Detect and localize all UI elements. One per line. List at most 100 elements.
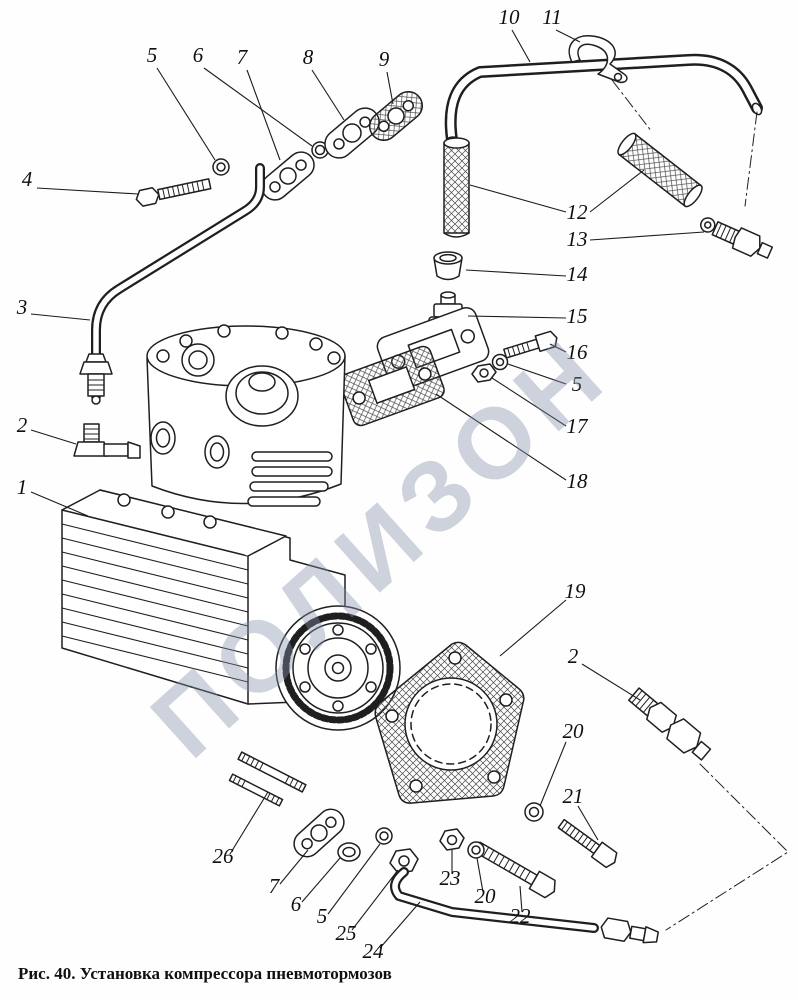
flange-8 xyxy=(324,107,380,159)
leader-line-5 xyxy=(327,843,381,915)
leader-line-6 xyxy=(203,67,313,147)
crankcase xyxy=(61,489,346,705)
leader-line-7 xyxy=(246,69,281,161)
callout-20: 20 xyxy=(563,719,585,743)
leader-line-1 xyxy=(30,491,89,517)
bolt-22 xyxy=(473,841,556,899)
callout-26: 26 xyxy=(213,844,235,868)
leader-line-2 xyxy=(581,663,641,701)
gear xyxy=(275,605,401,731)
leader-line-3 xyxy=(30,313,91,321)
callout-7: 7 xyxy=(269,874,281,898)
fitting-2-right xyxy=(628,687,712,761)
leader-line-18 xyxy=(435,393,567,481)
leader-line-4 xyxy=(36,187,139,195)
leader-line-8 xyxy=(311,69,345,121)
clamp-11 xyxy=(568,35,628,84)
bolt-16 xyxy=(503,330,558,359)
callout-25: 25 xyxy=(336,921,357,945)
callout-11: 11 xyxy=(542,5,561,29)
washer-20-bottom xyxy=(467,841,485,859)
nut-23 xyxy=(439,828,465,851)
leader-line-16 xyxy=(549,343,567,353)
leader-line-9 xyxy=(386,71,394,105)
callout-3: 3 xyxy=(16,295,28,319)
callout-16: 16 xyxy=(567,340,589,364)
nut-25 xyxy=(389,848,419,874)
callout-6: 6 xyxy=(193,43,204,67)
callout-10: 10 xyxy=(499,5,521,29)
callout-20: 20 xyxy=(475,884,497,908)
callout-19: 19 xyxy=(565,579,587,603)
leader-line-17 xyxy=(491,377,567,427)
callout-1: 1 xyxy=(17,475,28,499)
leader-line-10 xyxy=(511,29,531,63)
leader-line-21 xyxy=(577,805,599,841)
callout-2: 2 xyxy=(17,413,28,437)
callout-15: 15 xyxy=(567,304,588,328)
leader-line-20 xyxy=(539,741,567,807)
callout-17: 17 xyxy=(567,414,590,438)
leader-line-14 xyxy=(465,269,567,277)
gasket-19 xyxy=(374,641,525,804)
gasket-9 xyxy=(368,90,424,142)
bolt-4 xyxy=(135,178,212,207)
leader-line-5 xyxy=(507,363,567,385)
pipe-24 xyxy=(390,867,660,944)
collar-14 xyxy=(433,251,463,281)
leader-line-25 xyxy=(351,869,399,931)
ring-6-top xyxy=(311,141,329,159)
leader-line-24 xyxy=(379,901,421,949)
callout-5: 5 xyxy=(147,43,158,67)
leader-line-26 xyxy=(229,791,269,855)
leader-line-12 xyxy=(469,184,567,213)
leader-line-20 xyxy=(476,857,484,893)
leader-line-12 xyxy=(589,169,645,213)
fitting-2-left xyxy=(73,423,141,459)
washer-5-top xyxy=(212,158,230,176)
callout-13: 13 xyxy=(567,227,588,251)
leader-line-6 xyxy=(301,857,341,903)
callout-23: 23 xyxy=(440,866,461,890)
hose-12-right xyxy=(617,132,703,208)
callout-5: 5 xyxy=(572,372,583,396)
callout-18: 18 xyxy=(567,469,589,493)
bolt-21 xyxy=(557,818,618,869)
hose-12-left xyxy=(443,137,470,238)
flange-7-bottom xyxy=(293,808,345,858)
washer-5-mid xyxy=(491,353,509,371)
callout-9: 9 xyxy=(379,47,390,71)
leader-line-5 xyxy=(156,67,216,161)
leader-line-22 xyxy=(519,885,523,913)
stud-26 xyxy=(237,751,307,793)
callout-8: 8 xyxy=(303,45,314,69)
callout-6: 6 xyxy=(291,892,302,916)
callout-5: 5 xyxy=(317,904,328,928)
ring-6-bottom xyxy=(337,842,361,862)
compressor-head xyxy=(146,324,346,507)
callout-24: 24 xyxy=(363,939,385,963)
nut-17 xyxy=(471,363,497,383)
leader-line-11 xyxy=(555,29,581,43)
leader-line-19 xyxy=(499,599,567,657)
callout-2: 2 xyxy=(568,644,579,668)
gasket-18 xyxy=(339,345,445,427)
leader-line-2 xyxy=(30,429,77,445)
leader-line-7 xyxy=(279,849,309,885)
leader-line-13 xyxy=(589,231,705,241)
stud-26b xyxy=(228,773,284,807)
callout-14: 14 xyxy=(567,262,589,286)
fitting-13 xyxy=(700,217,774,259)
axis-lines xyxy=(611,79,789,931)
figure-caption: Рис. 40. Установка компрессора пневмотор… xyxy=(18,964,392,983)
flange-7-top xyxy=(261,151,315,201)
washer-20-right xyxy=(524,802,544,822)
callout-12: 12 xyxy=(567,200,589,224)
callout-7: 7 xyxy=(237,45,249,69)
callout-4: 4 xyxy=(22,167,33,191)
callout-21: 21 xyxy=(563,784,584,808)
callout-22: 22 xyxy=(510,904,532,928)
